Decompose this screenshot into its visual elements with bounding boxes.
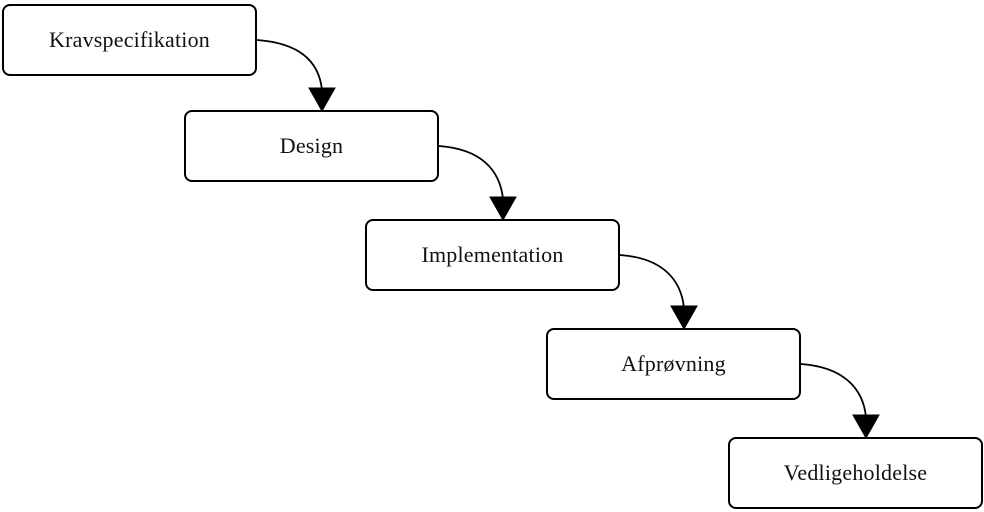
stage-label-afproevning: Afprøvning bbox=[621, 351, 726, 376]
stage-box-implementation: Implementation bbox=[365, 219, 620, 291]
arrow-kravspecifikation-to-design bbox=[256, 39, 336, 113]
stage-box-vedligeholdelse: Vedligeholdelse bbox=[728, 437, 983, 509]
stage-box-kravspecifikation: Kravspecifikation bbox=[2, 4, 257, 76]
stage-label-kravspecifikation: Kravspecifikation bbox=[48, 27, 210, 52]
arrow-design-to-implementation bbox=[438, 145, 517, 222]
stage-label-implementation: Implementation bbox=[421, 242, 564, 267]
arrow-afproevning-to-vedligeholdelse bbox=[800, 363, 880, 440]
stage-box-design: Design bbox=[184, 110, 439, 182]
stage-box-afproevning: Afprøvning bbox=[546, 328, 801, 400]
stage-label-vedligeholdelse: Vedligeholdelse bbox=[783, 460, 928, 485]
stage-label-design: Design bbox=[279, 133, 344, 158]
arrow-implementation-to-afproevning bbox=[619, 254, 698, 331]
